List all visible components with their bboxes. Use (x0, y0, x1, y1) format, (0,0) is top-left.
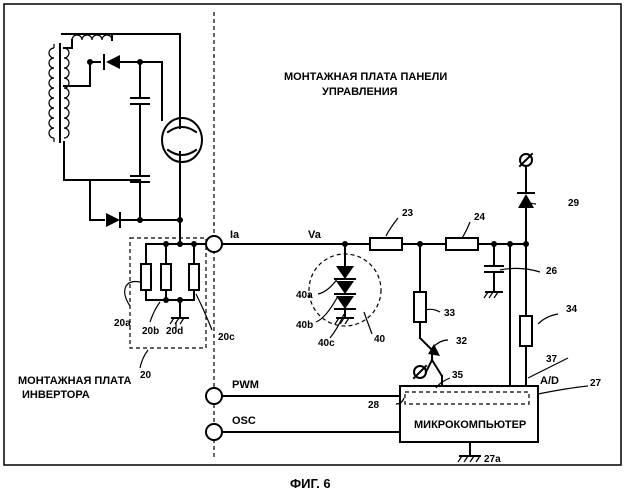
ground-26-icon (484, 292, 502, 298)
va-label: Va (308, 229, 322, 241)
ref-37: 37 (546, 354, 558, 365)
resistor-20a (141, 264, 151, 290)
ia-terminal (206, 236, 222, 252)
zener-diode-40a-icon (335, 266, 355, 279)
ref-23: 23 (402, 208, 414, 219)
resistor-34 (520, 316, 532, 346)
inverter-board-label-line1: МОНТАЖНАЯ ПЛАТА (18, 375, 131, 387)
ref-33: 33 (444, 308, 456, 319)
resistor-23 (370, 238, 402, 250)
resistor-24 (446, 238, 478, 250)
panel-board-label-line2: УПРАВЛЕНИЯ (322, 86, 398, 98)
microcomputer-label: МИКРОКОМПЬЮТЕР (414, 419, 526, 431)
ad-label: A/D (540, 375, 559, 387)
panel-board-label-line1: МОНТАЖНАЯ ПЛАТА ПАНЕЛИ (284, 71, 447, 83)
transistor-32-supply-icon (414, 366, 426, 378)
ref-27: 27 (590, 378, 602, 389)
inverter-board-label-line2: ИНВЕРТОРА (22, 389, 90, 401)
lamp-icon (162, 118, 202, 162)
resistor-20c (189, 264, 199, 290)
resistor-20b (161, 264, 171, 290)
diode-upper-icon (106, 55, 120, 69)
ground-40-icon (335, 318, 353, 324)
ground-20d-icon (170, 318, 188, 324)
ref-32: 32 (456, 336, 468, 347)
zener-diode-40c-icon (335, 296, 355, 309)
ref-20b: 20b (142, 326, 159, 337)
ia-label: Ia (230, 229, 240, 241)
ref-40: 40 (374, 334, 386, 345)
ref-20: 20 (140, 370, 152, 381)
ref-20a: 20a (114, 318, 131, 329)
osc-terminal (206, 424, 222, 440)
ref-35: 35 (452, 370, 464, 381)
ref-40b: 40b (296, 320, 313, 331)
ref-27a: 27a (484, 454, 501, 465)
zener-diode-40b-icon (335, 281, 355, 294)
ref-29: 29 (568, 198, 580, 209)
ref-24: 24 (474, 212, 486, 223)
osc-label: OSC (232, 415, 256, 427)
resistor-33 (414, 292, 426, 322)
ref-40a: 40a (296, 290, 313, 301)
diode-lower-icon (106, 213, 120, 227)
ref-26: 26 (546, 266, 558, 277)
pwm-terminal (206, 388, 222, 404)
ref-34: 34 (566, 304, 578, 315)
ground-27a-icon (458, 456, 480, 462)
ref-40c: 40c (318, 338, 335, 349)
ref-28: 28 (368, 400, 380, 411)
figure-caption: ФИГ. 6 (290, 476, 331, 491)
ref-20c: 20c (218, 332, 235, 343)
pwm-label: PWM (232, 379, 259, 391)
ref-20d: 20d (166, 326, 183, 337)
supply-terminal-icon (520, 154, 532, 166)
transformer-icon (49, 34, 112, 142)
microcomputer-box (400, 386, 538, 442)
